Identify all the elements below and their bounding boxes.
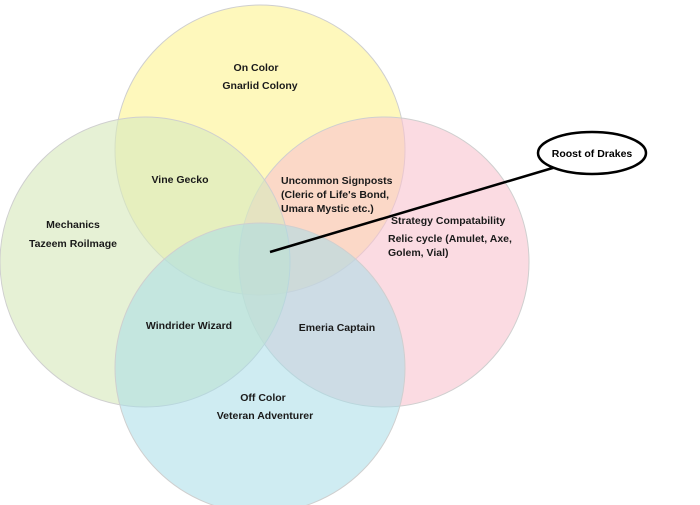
on-color-card: Gnarlid Colony [222,80,297,92]
callout-bubble [536,130,648,176]
mechanics-card: Tazeem Roilmage [29,238,117,250]
emeria-label: Emeria Captain [299,322,375,334]
strategy-line-2: Golem, Vial) [388,247,449,259]
callout-label: Roost of Drakes [552,148,633,160]
strategy-title: Strategy Compatability [391,215,506,227]
signposts-line-1: Uncommon Signposts [281,175,393,187]
mechanics-title: Mechanics [46,219,100,231]
on-color-title: On Color [234,62,279,74]
callout-pointer-line [269,165,557,254]
signposts-line-3: Umara Mystic etc.) [281,203,374,215]
signposts-line-2: (Cleric of Life's Bond, [281,189,389,201]
windrider-label: Windrider Wizard [146,320,232,332]
off-color-card: Veteran Adventurer [217,410,313,422]
circle-off-color [114,222,406,505]
vine-gecko-label: Vine Gecko [151,174,208,186]
off-color-title: Off Color [240,392,286,404]
strategy-line-1: Relic cycle (Amulet, Axe, [388,233,512,245]
